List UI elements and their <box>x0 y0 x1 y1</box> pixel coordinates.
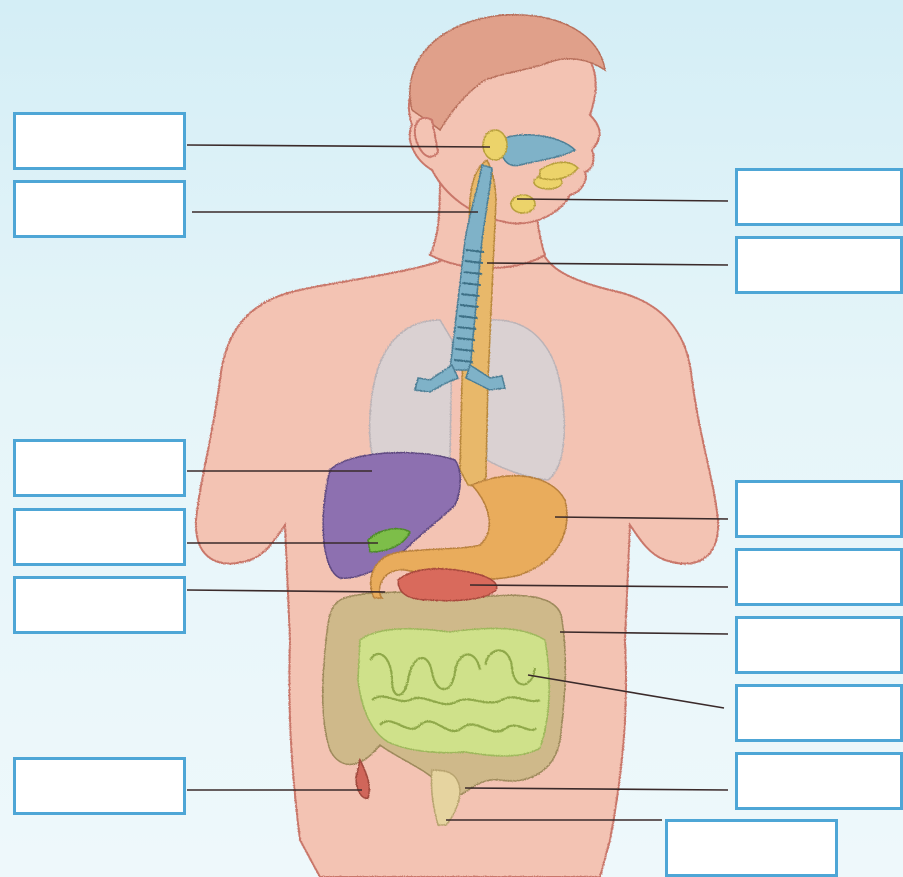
salivary-gland-parotid <box>483 130 507 160</box>
label-box-right-6[interactable] <box>735 684 903 742</box>
label-box-left-1[interactable] <box>13 112 186 170</box>
label-box-right-4[interactable] <box>735 548 903 606</box>
label-box-right-8[interactable] <box>665 819 838 877</box>
salivary-gland-submandibular <box>511 195 535 213</box>
label-box-left-3[interactable] <box>13 439 186 497</box>
label-box-right-2[interactable] <box>735 236 903 294</box>
label-box-right-3[interactable] <box>735 480 903 538</box>
label-box-right-1[interactable] <box>735 168 903 226</box>
abdominal-organs <box>323 453 567 825</box>
small-intestine <box>358 628 549 756</box>
label-box-left-2[interactable] <box>13 180 186 238</box>
label-box-left-4[interactable] <box>13 508 186 566</box>
label-box-left-6[interactable] <box>13 757 186 815</box>
label-box-left-5[interactable] <box>13 576 186 634</box>
label-box-right-7[interactable] <box>735 752 903 810</box>
label-box-right-5[interactable] <box>735 616 903 674</box>
